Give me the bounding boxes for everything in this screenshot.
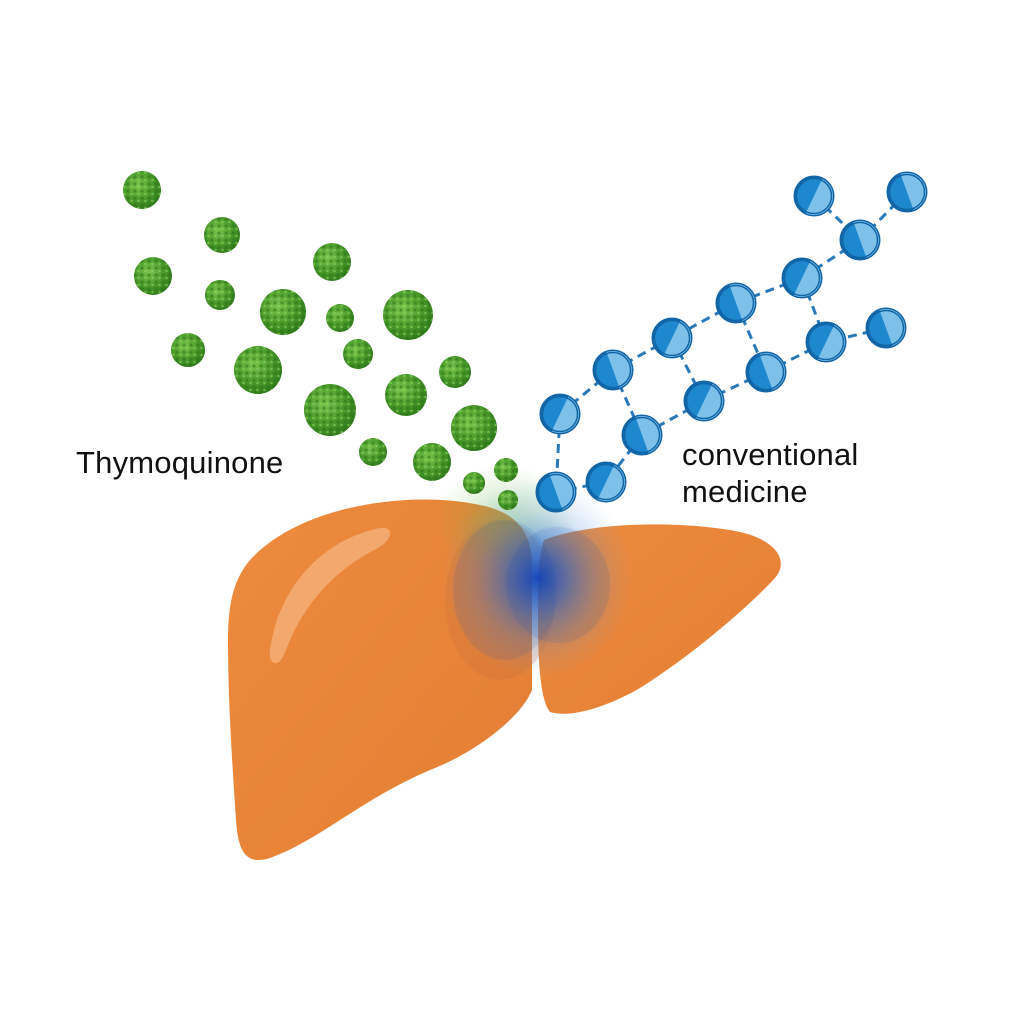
medicine-molecules — [535, 171, 928, 513]
thymoquinone-particle-icon — [494, 458, 518, 482]
thymoquinone-particle-icon — [343, 339, 373, 369]
medicine-molecule-icon — [793, 175, 835, 217]
thymoquinone-particle-icon — [498, 490, 518, 510]
medicine-molecule-icon — [539, 393, 581, 435]
medicine-molecule-icon — [865, 307, 907, 349]
thymoquinone-particle-icon — [260, 289, 306, 335]
medicine-molecule-icon — [805, 321, 847, 363]
medicine-bond — [800, 277, 828, 343]
thymoquinone-particle-icon — [204, 217, 240, 253]
thymoquinone-particle-icon — [385, 374, 427, 416]
medicine-molecule-icon — [886, 171, 928, 213]
medicine-molecule-icon — [715, 282, 757, 324]
thymoquinone-particle-icon — [134, 257, 172, 295]
thymoquinone-label: Thymoquinone — [76, 445, 284, 480]
thymoquinone-particle-icon — [313, 243, 351, 281]
conventional-medicine-label: conventional medicine — [682, 436, 858, 510]
thymoquinone-particle-icon — [359, 438, 387, 466]
medicine-molecule-icon — [683, 380, 725, 422]
medicine-molecule-icon — [781, 257, 823, 299]
medicine-bond — [703, 370, 767, 403]
medicine-bond — [801, 238, 861, 280]
medicine-bond — [612, 336, 673, 372]
medicine-molecule-icon — [535, 471, 577, 513]
medicine-bond — [559, 368, 614, 416]
medicine-bond — [641, 399, 705, 437]
thymoquinone-particles — [123, 171, 518, 510]
thymoquinone-particle-icon — [123, 171, 161, 209]
thymoquinone-particle-icon — [234, 346, 282, 394]
thymoquinone-particle-icon — [383, 290, 433, 340]
conventional-medicine-label-line2: medicine — [682, 474, 808, 509]
medicine-bond — [611, 369, 644, 436]
thymoquinone-particle-icon — [171, 333, 205, 367]
overlap-ring-right — [506, 527, 610, 643]
overlap-ring-left — [453, 520, 557, 660]
thymoquinone-particle-icon — [413, 443, 451, 481]
medicine-molecule-icon — [839, 219, 881, 261]
conventional-medicine-label-line1: conventional — [682, 437, 859, 472]
medicine-molecule-icon — [651, 317, 693, 359]
medicine-molecule-icon — [745, 351, 787, 393]
medicine-molecule-icon — [621, 414, 663, 456]
thymoquinone-particle-icon — [439, 356, 471, 388]
medicine-bond — [858, 190, 909, 242]
medicine-molecule-icon — [592, 349, 634, 391]
thymoquinone-particle-icon — [463, 472, 485, 494]
thymoquinone-particle-icon — [326, 304, 354, 332]
liver-highlight — [269, 527, 390, 664]
medicine-bond — [765, 340, 827, 374]
thymoquinone-particle-icon — [304, 384, 356, 436]
medicine-bond — [735, 276, 803, 305]
medicine-molecule-icon — [585, 461, 627, 503]
thymoquinone-particle-icon — [205, 280, 235, 310]
medicine-bond — [670, 337, 706, 402]
interaction-glow — [443, 478, 633, 678]
thymoquinone-particle-icon — [451, 405, 497, 451]
